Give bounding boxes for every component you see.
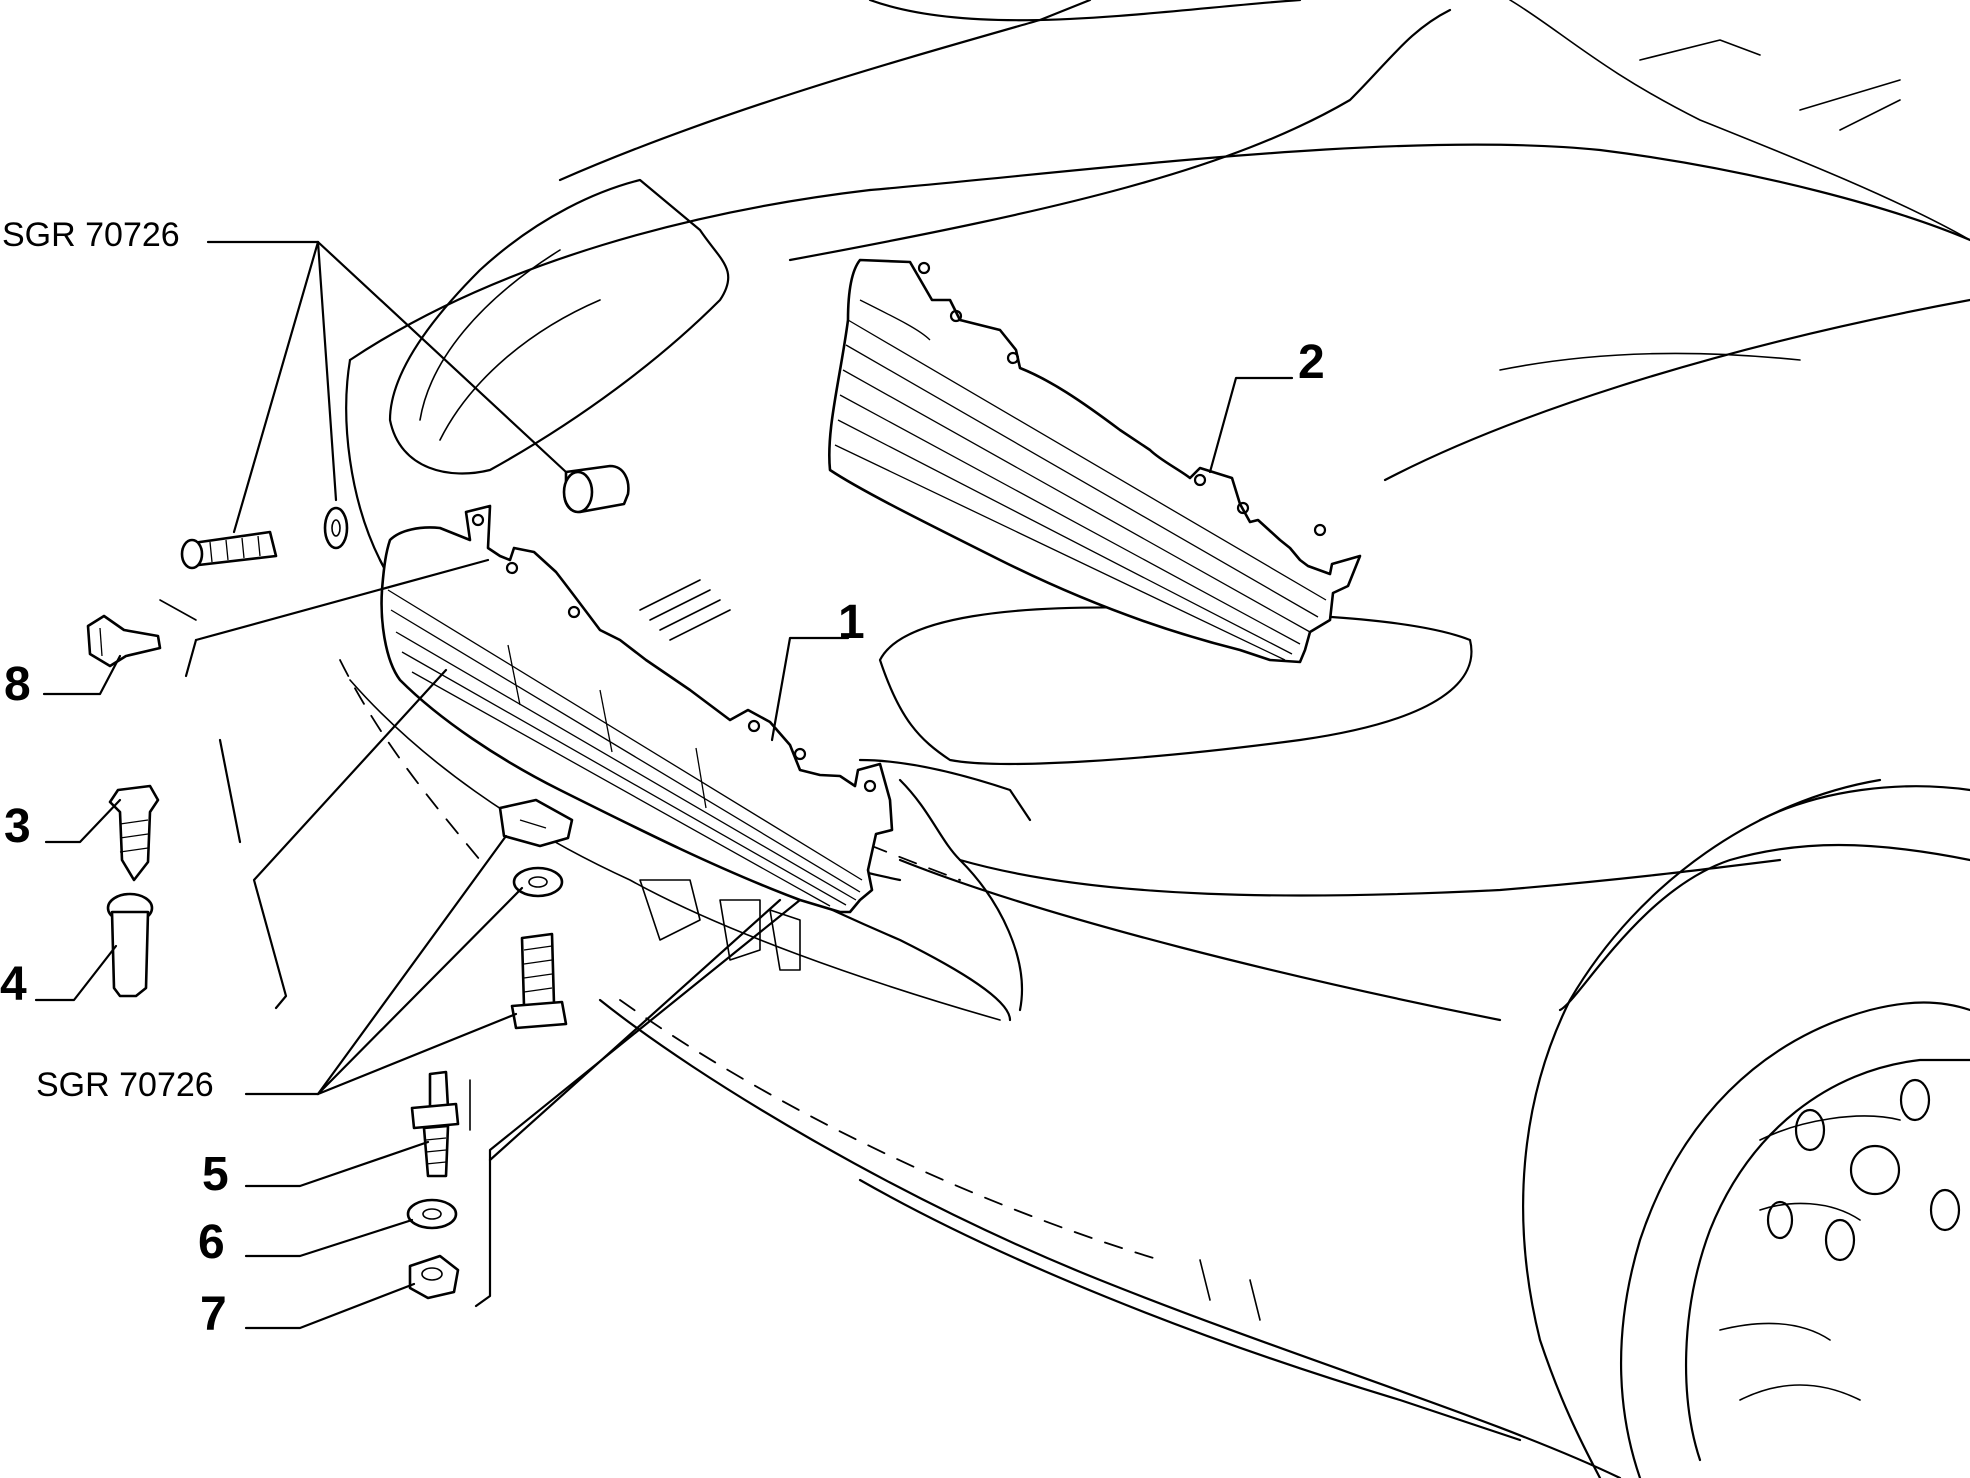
spacer-bushing [562,464,630,514]
upper-grille-part-2 [828,258,1362,664]
grommet-part-4 [106,892,154,998]
screw-top [180,530,278,570]
bolt-mid [510,932,568,1030]
nut-part-7 [408,1254,460,1300]
callout-2: 2 [1298,336,1325,389]
callout-3: 3 [4,800,31,853]
bracket-nut [498,798,574,848]
callout-6: 6 [198,1216,225,1269]
reference-bottom: SGR 70726 [36,1066,214,1104]
callout-8: 8 [4,658,31,711]
reference-top: SGR 70726 [2,216,180,254]
callout-1: 1 [838,596,865,649]
callout-7: 7 [200,1288,227,1341]
stud-part-5 [410,1070,460,1178]
leader-lines [34,240,1294,1330]
callout-labels: 1 2 3 4 5 6 7 8 SGR 70726 SGR 70726 [0,216,1325,1341]
front-grille-part-1 [380,504,894,914]
washer-top [323,506,349,550]
washer-mid [512,866,564,898]
screw-part-3 [108,784,160,882]
callout-5: 5 [202,1148,229,1201]
hood-vent-lines [639,579,731,641]
washer-part-6 [406,1198,458,1230]
callout-4: 4 [0,958,27,1011]
car-body-outline [339,0,1970,1478]
clip-part-8 [86,614,162,668]
